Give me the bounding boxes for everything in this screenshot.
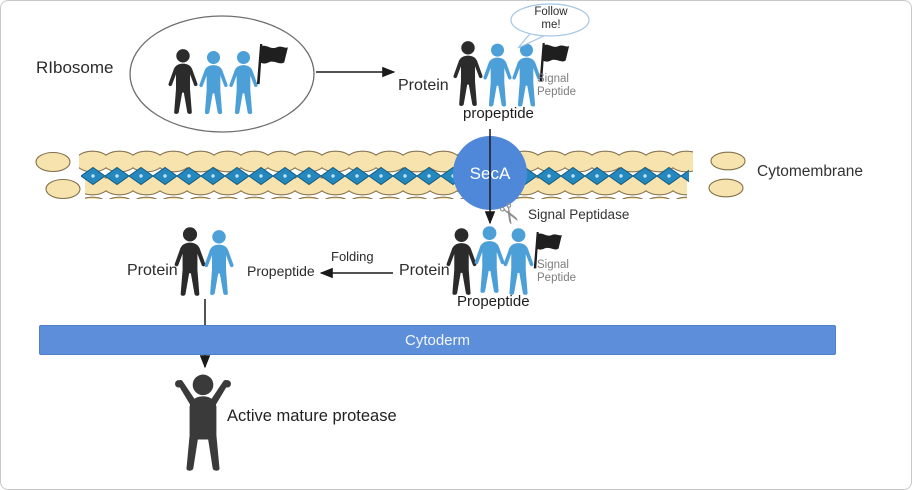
cytomembrane-label: Cytomembrane (757, 163, 863, 180)
speech-bubble (510, 3, 590, 49)
person-blue-icon (204, 230, 234, 295)
folded-protein-group (174, 227, 234, 296)
person-blue-icon (474, 226, 505, 293)
follow-me-bubble-text: Follow me! (534, 6, 568, 32)
lipid-oval-icon (45, 178, 81, 200)
protein-top-label: Protein (398, 77, 449, 94)
person-blue-icon (503, 228, 534, 295)
lipid-oval-icon (710, 151, 746, 171)
person-black-icon (174, 227, 206, 296)
protein-left-label: Protein (127, 262, 178, 279)
signal-peptide-top-label: Signal Peptide (537, 73, 577, 99)
signal-peptidase-label: Signal Peptidase (528, 207, 630, 222)
cytoderm-label: Cytoderm (404, 331, 471, 349)
active-mature-protease-label: Active mature protease (227, 407, 397, 425)
ribosome-graphic (129, 15, 315, 133)
person-blue-icon (483, 43, 512, 107)
person-black-icon (446, 228, 477, 295)
propeptide-mid-label: Propeptide (457, 293, 530, 310)
propeptide-top-label: propeptide (463, 105, 534, 122)
cytomembrane-graphic (35, 150, 746, 200)
propeptide-left-label: Propeptide (247, 263, 315, 279)
lipid-oval-icon (708, 178, 744, 198)
signal-peptide-mid-label: Signal Peptide (537, 259, 577, 285)
zigzag-band (81, 166, 689, 186)
person-cheering-icon (175, 374, 231, 471)
folding-label: Folding (331, 249, 374, 264)
person-black-icon (453, 41, 483, 106)
protein-mid-label: Protein (399, 262, 450, 279)
lipid-oval-icon (35, 151, 71, 173)
cytoderm-bar: Cytoderm (39, 325, 836, 355)
ribosome-label: RIbosome (36, 58, 114, 77)
